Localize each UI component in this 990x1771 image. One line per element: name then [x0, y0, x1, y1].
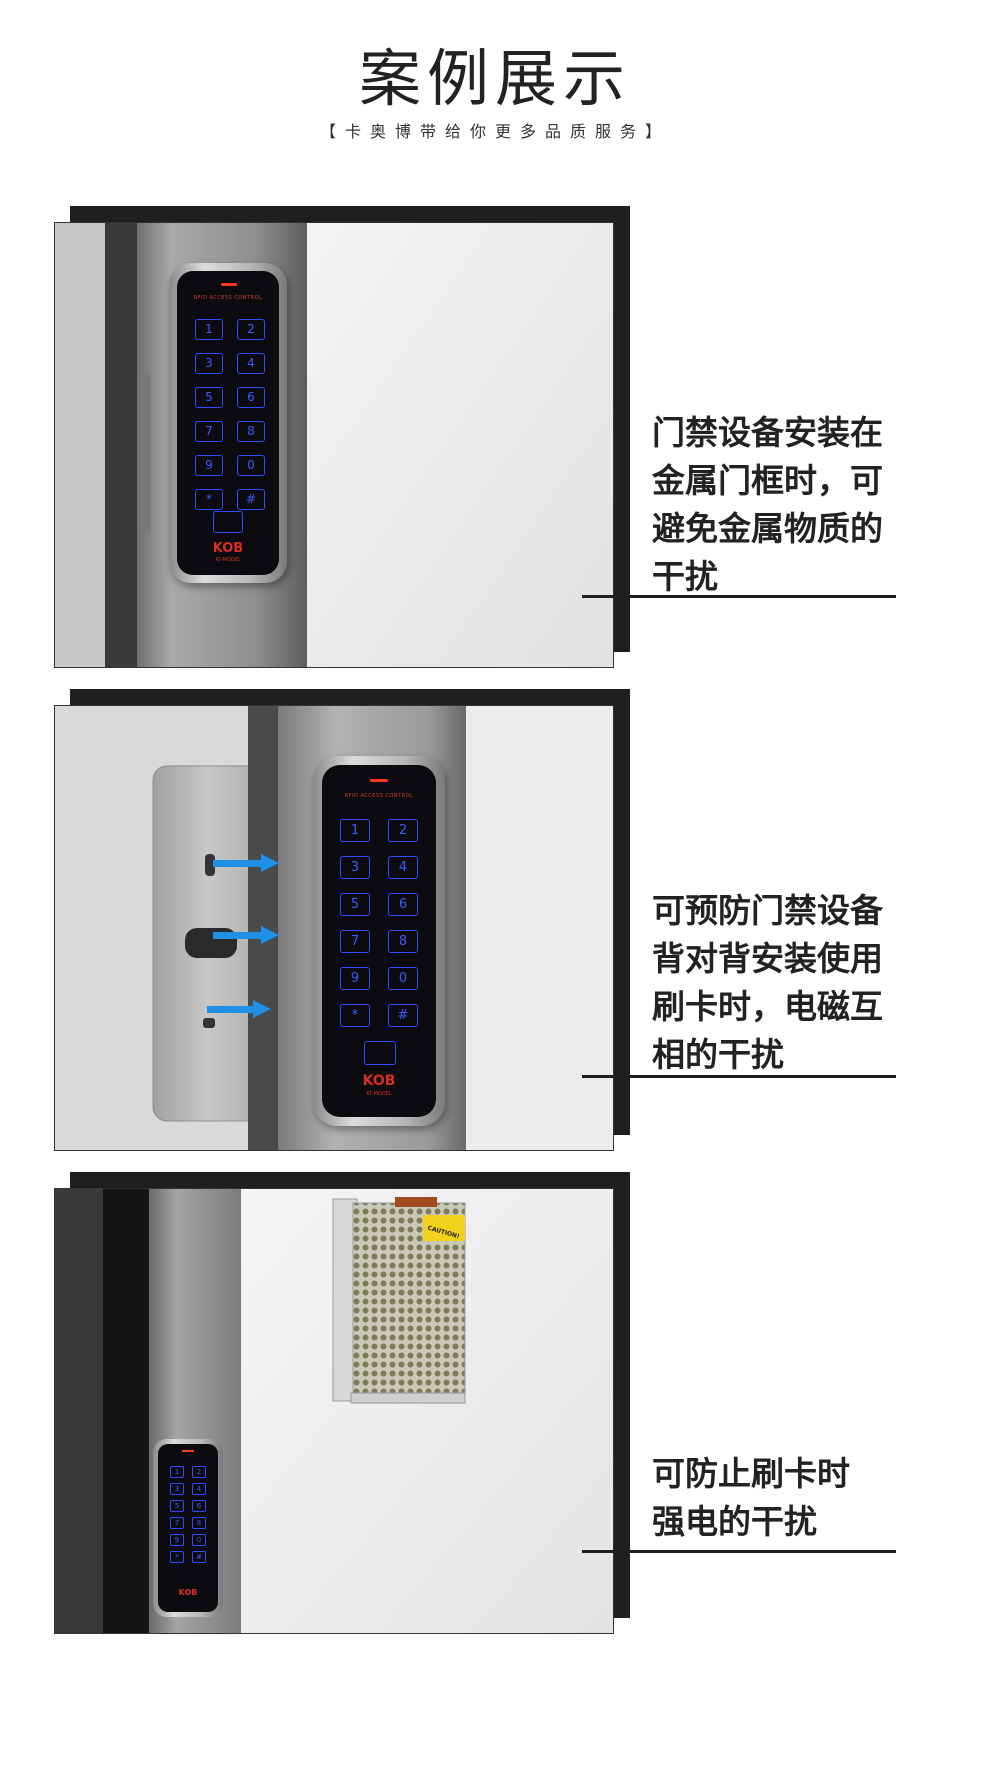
key: #	[192, 1551, 206, 1563]
key: 0	[388, 967, 418, 990]
keypad-header-text: RFID ACCESS CONTROL	[344, 793, 414, 799]
key: 5	[170, 1500, 184, 1512]
case-1: RFID ACCESS CONTROL 1 2 3 4 5 6 7 8 9 0 …	[0, 206, 990, 676]
case-2-line: 相的干扰	[652, 1035, 784, 1074]
key: 8	[237, 421, 265, 442]
brand-logo: KOB	[212, 541, 244, 556]
case-2-line: 刷卡时，电磁互	[652, 987, 883, 1026]
case-1-description: 门禁设备安装在 金属门框时，可 避免金属物质的 干扰	[652, 409, 912, 601]
brand-logo: KOB	[362, 1073, 396, 1089]
keypad-device: RFID ACCESS CONTROL 1 2 3 4 5 6 7 8 9 0 …	[313, 756, 445, 1126]
power-supply	[332, 1197, 466, 1404]
key: 3	[340, 856, 370, 879]
keypad-device: RFID ACCESS CONTROL 1 2 3 4 5 6 7 8 9 0 …	[169, 263, 287, 583]
key: 1	[340, 819, 370, 842]
case-3-description: 可防止刷卡时 强电的干扰	[652, 1450, 912, 1546]
case-3-line: 强电的干扰	[652, 1502, 817, 1541]
case-2-photo: RFID ACCESS CONTROL 1 2 3 4 5 6 7 8 9 0 …	[54, 705, 614, 1151]
card-reader-icon	[213, 511, 243, 533]
case-2-description: 可预防门禁设备 背对背安装使用 刷卡时，电磁互 相的干扰	[652, 887, 912, 1079]
key: 2	[192, 1466, 206, 1478]
case-2-line: 背对背安装使用	[652, 939, 883, 978]
key: 9	[195, 455, 223, 476]
case-3: CAUTION! 1 2 3 4 5 6 7 8 9 0 * #	[0, 1172, 990, 1642]
key: 8	[388, 930, 418, 953]
key: 6	[192, 1500, 206, 1512]
case-1-line: 门禁设备安装在	[652, 413, 883, 452]
key: 4	[237, 353, 265, 374]
key: 0	[192, 1534, 206, 1546]
key: 6	[237, 387, 265, 408]
key: #	[388, 1004, 418, 1027]
key: *	[170, 1551, 184, 1563]
case-1-rule	[582, 595, 896, 598]
status-led	[182, 1450, 194, 1452]
key: 5	[340, 893, 370, 916]
keypad-face: RFID ACCESS CONTROL 1 2 3 4 5 6 7 8 9 0 …	[322, 765, 436, 1117]
key: 4	[192, 1483, 206, 1495]
key: 9	[170, 1534, 184, 1546]
case-3-line: 可防止刷卡时	[652, 1454, 850, 1493]
key: 1	[195, 319, 223, 340]
key: 1	[170, 1466, 184, 1478]
key: 7	[170, 1517, 184, 1529]
arrow-icon	[207, 1000, 271, 1018]
key: #	[237, 489, 265, 510]
key: *	[195, 489, 223, 510]
page-subtitle: 【卡奥博带给你更多品质服务】	[319, 122, 670, 141]
case-1-line: 避免金属物质的	[652, 509, 883, 548]
keypad-grid: 1 2 3 4 5 6 7 8 9 0 * #	[340, 819, 420, 1027]
brand-logo: KOB	[178, 1588, 198, 1597]
case-1-line: 干扰	[652, 557, 718, 596]
keypad-face: 1 2 3 4 5 6 7 8 9 0 * # KOB	[158, 1444, 218, 1612]
key: 8	[192, 1517, 206, 1529]
case-1-photo: RFID ACCESS CONTROL 1 2 3 4 5 6 7 8 9 0 …	[54, 222, 614, 668]
keypad-face: RFID ACCESS CONTROL 1 2 3 4 5 6 7 8 9 0 …	[177, 271, 279, 575]
model-label: KT-MODEL	[215, 557, 241, 563]
key: *	[340, 1004, 370, 1027]
case-2-rule	[582, 1075, 896, 1078]
key: 3	[195, 353, 223, 374]
key: 7	[340, 930, 370, 953]
keypad-header-text: RFID ACCESS CONTROL	[193, 295, 263, 301]
key: 4	[388, 856, 418, 879]
key: 2	[388, 819, 418, 842]
page-title: 案例展示	[358, 42, 631, 115]
card-reader-icon	[364, 1041, 396, 1065]
case-2: RFID ACCESS CONTROL 1 2 3 4 5 6 7 8 9 0 …	[0, 689, 990, 1159]
keypad-grid: 1 2 3 4 5 6 7 8 9 0 * #	[170, 1466, 206, 1563]
keypad-grid: 1 2 3 4 5 6 7 8 9 0 * #	[195, 319, 265, 510]
status-led	[370, 779, 388, 782]
keypad-device: 1 2 3 4 5 6 7 8 9 0 * # KOB	[153, 1439, 223, 1617]
key: 6	[388, 893, 418, 916]
arrow-icon	[213, 926, 279, 944]
model-label: KT-MODEL	[366, 1091, 392, 1097]
key: 7	[195, 421, 223, 442]
case-3-photo: CAUTION! 1 2 3 4 5 6 7 8 9 0 * #	[54, 1188, 614, 1634]
status-led	[221, 283, 237, 286]
key: 2	[237, 319, 265, 340]
key: 0	[237, 455, 265, 476]
case-1-line: 金属门框时，可	[652, 461, 883, 500]
key: 5	[195, 387, 223, 408]
case-3-rule	[582, 1550, 896, 1553]
arrow-icon	[213, 854, 279, 872]
key: 3	[170, 1483, 184, 1495]
case-2-line: 可预防门禁设备	[652, 891, 883, 930]
key: 9	[340, 967, 370, 990]
